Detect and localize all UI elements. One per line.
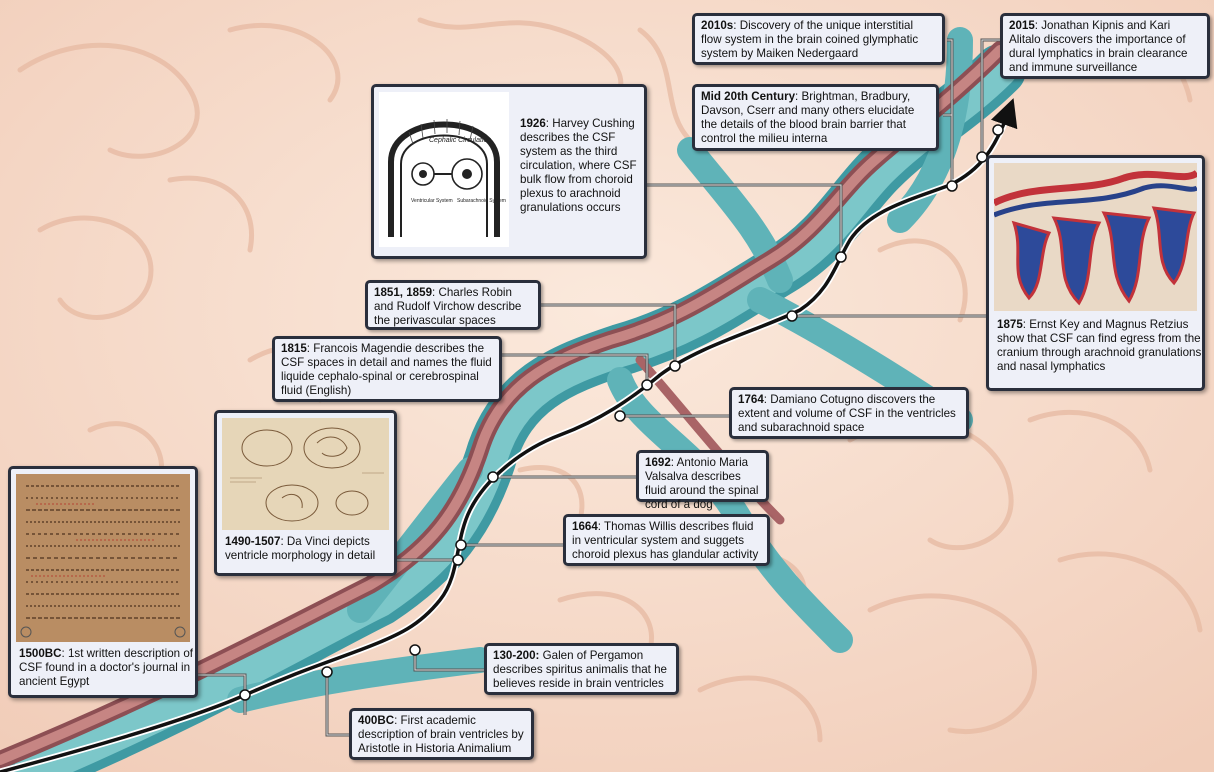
event-text: : Thomas Willis describes fluid in ventr… — [572, 520, 758, 561]
event-year: 400BC — [358, 714, 394, 727]
marker-mid20 — [947, 181, 957, 191]
event-2010s: 2010s: Discovery of the unique interstit… — [692, 13, 945, 65]
event-1875: 1875: Ernst Key and Magnus Retzius show … — [997, 318, 1202, 374]
event-year: 1815 — [281, 342, 307, 355]
event-1815: 1815: Francois Magendie describes the CS… — [272, 336, 502, 402]
event-year: 1875 — [997, 318, 1023, 331]
marker-1851 — [670, 361, 680, 371]
marker-1692 — [488, 472, 498, 482]
event-1926: 1926: Harvey Cushing describes the CSF s… — [520, 117, 644, 215]
event-2015: 2015: Jonathan Kipnis and Kari Alitalo d… — [1000, 13, 1210, 79]
event-1926-card: Cephalic Circulation Ventricular System … — [371, 84, 647, 259]
event-year: 1500BC — [19, 647, 62, 660]
event-1851: 1851, 1859: Charles Robin and Rudolf Vir… — [365, 280, 541, 330]
event-year: 2015 — [1009, 19, 1035, 32]
cushing-left-label: Ventricular System — [411, 198, 453, 204]
event-year: 1490-1507 — [225, 535, 280, 548]
marker-1490 — [453, 555, 463, 565]
event-text: : Ernst Key and Magnus Retzius show that… — [997, 318, 1201, 373]
event-year: 130-200: — [493, 649, 539, 662]
marker-1764 — [615, 411, 625, 421]
event-1490-card: 1490-1507: Da Vinci depicts ventricle mo… — [214, 410, 397, 576]
marker-1664 — [456, 540, 466, 550]
da-vinci-ventricle-figure — [222, 418, 389, 530]
cushing-right-label: Subarachnoid System — [457, 198, 506, 204]
event-text: : Francois Magendie describes the CSF sp… — [281, 342, 492, 397]
event-year: 1926 — [520, 117, 546, 130]
event-text: : Damiano Cotugno discovers the extent a… — [738, 393, 956, 434]
event-text: : Discovery of the unique interstitial f… — [701, 19, 918, 60]
egyptian-papyrus-figure — [16, 474, 190, 642]
event-1875-card: 1875: Ernst Key and Magnus Retzius show … — [986, 155, 1205, 391]
event-mid20: Mid 20th Century: Brightman, Bradbury, D… — [692, 84, 939, 151]
event-1764: 1764: Damiano Cotugno discovers the exte… — [729, 387, 969, 439]
marker-2015 — [993, 125, 1003, 135]
cushing-circulation-figure: Cephalic Circulation Ventricular System … — [379, 92, 509, 247]
event-1692: 1692: Antonio Maria Valsalva describes f… — [636, 450, 769, 502]
event-year: 1764 — [738, 393, 764, 406]
key-retzius-specimen-figure — [994, 163, 1197, 311]
event-year: 2010s — [701, 19, 733, 32]
marker-1926 — [836, 252, 846, 262]
event-year: 1664 — [572, 520, 598, 533]
event-1490: 1490-1507: Da Vinci depicts ventricle mo… — [225, 535, 393, 563]
marker-1500bc — [240, 690, 250, 700]
event-1664: 1664: Thomas Willis describes fluid in v… — [563, 514, 770, 566]
event-130: 130-200: Galen of Pergamon describes spi… — [484, 643, 679, 695]
cushing-label: Cephalic Circulation — [429, 137, 491, 144]
event-1500bc-card: 1500BC: 1st written description of CSF f… — [8, 466, 198, 698]
event-text: : Jonathan Kipnis and Kari Alitalo disco… — [1009, 19, 1188, 74]
event-1500bc: 1500BC: 1st written description of CSF f… — [19, 647, 195, 689]
marker-1815 — [642, 380, 652, 390]
event-400bc: 400BC: First academic description of bra… — [349, 708, 534, 760]
event-text: : Harvey Cushing describes the CSF syste… — [520, 117, 637, 214]
event-year: Mid 20th Century — [701, 90, 795, 103]
event-year: 1692 — [645, 456, 671, 469]
marker-1875 — [787, 311, 797, 321]
event-year: 1851, 1859 — [374, 286, 432, 299]
marker-130 — [410, 645, 420, 655]
marker-400bc — [322, 667, 332, 677]
